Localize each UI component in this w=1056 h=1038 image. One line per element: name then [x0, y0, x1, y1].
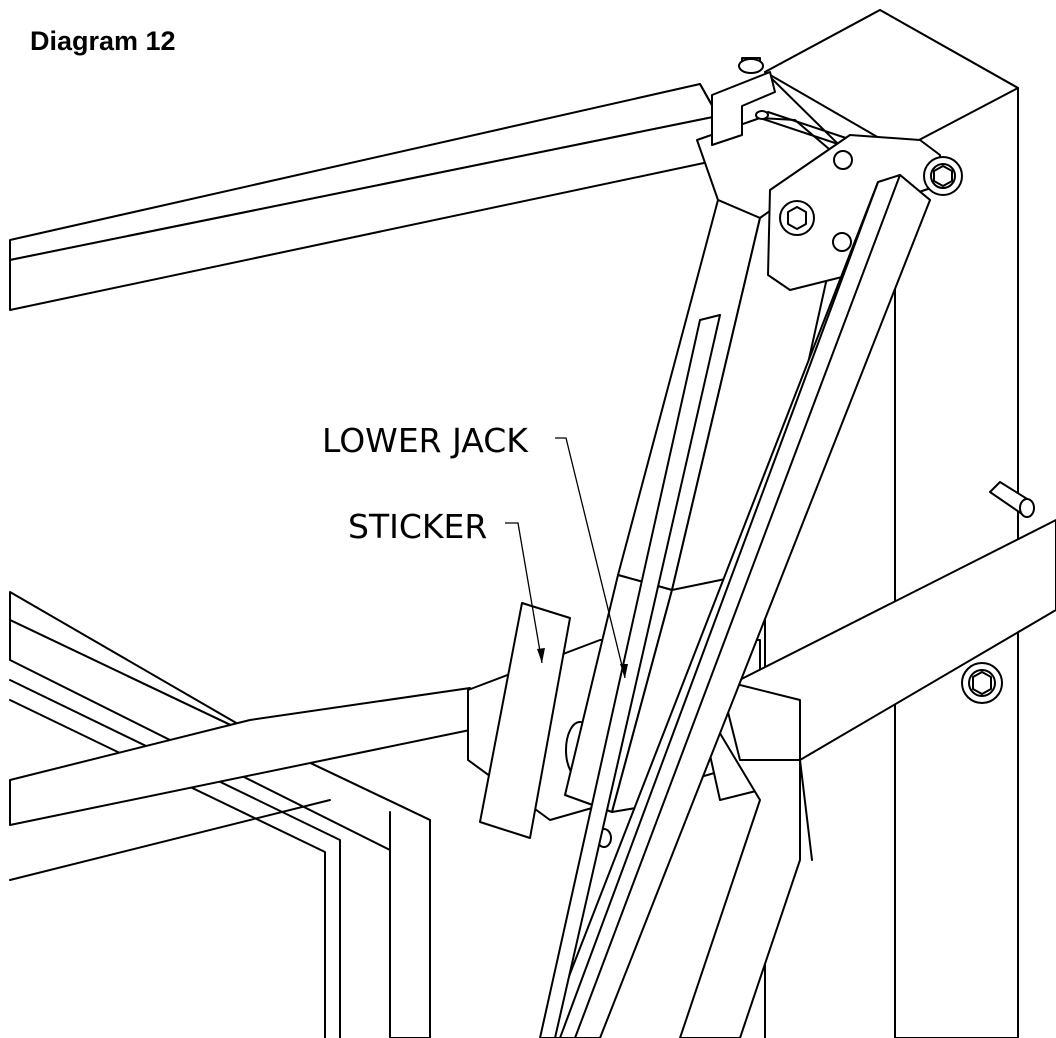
- lower-jack-leader: [555, 437, 626, 679]
- right-diagonal-brace: [679, 519, 1056, 1038]
- diagram-title: Diagram 12: [30, 26, 176, 56]
- sticker-arrowhead: [537, 648, 545, 663]
- long-diagonal-strut: [539, 174, 931, 1038]
- lower-jack-label: LOWER JACK: [322, 421, 529, 460]
- post-pin: [989, 481, 1035, 518]
- sticker-label: STICKER: [348, 507, 487, 546]
- lower-left-frame: [9, 591, 471, 1038]
- sticker: [479, 602, 571, 839]
- lower-jack-arrowhead: [620, 664, 628, 678]
- upper-bracket: [711, 57, 859, 149]
- callout-leaders: [505, 437, 628, 679]
- upper-left-rail: [9, 83, 719, 311]
- sticker-leader: [505, 522, 543, 664]
